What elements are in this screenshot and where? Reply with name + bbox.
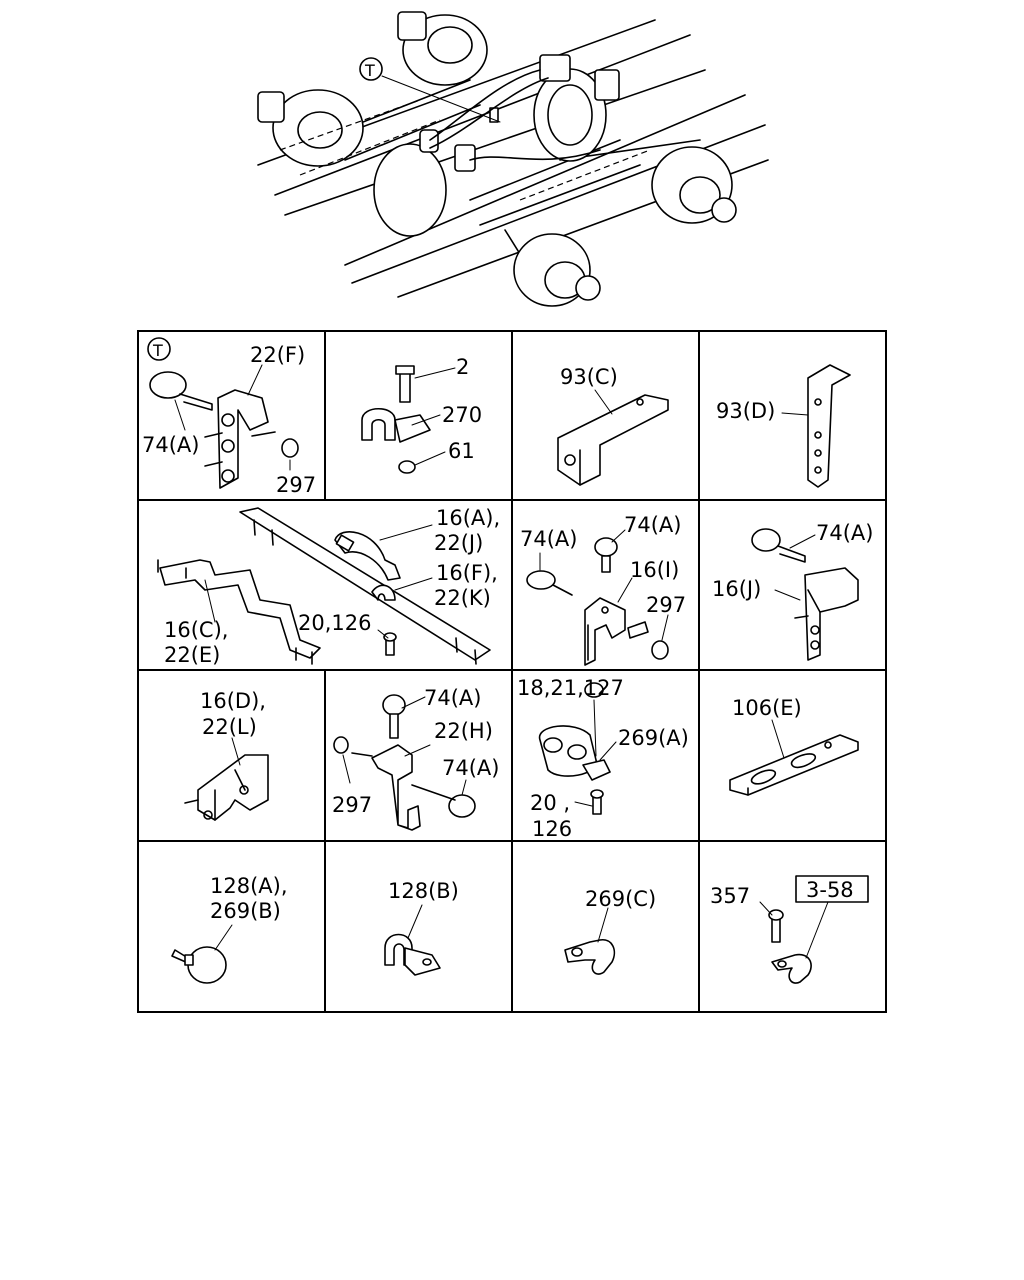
cell-11-label-106e: 106(E) <box>732 696 802 720</box>
cell-5-label-22j: 22(J) <box>434 531 483 555</box>
overview-marker: T <box>364 61 375 80</box>
cell-7-bracket-16j: 74(A) 16(J) <box>712 521 873 661</box>
cell-15-label-357: 357 <box>710 884 750 908</box>
cell-9-bracket-22h: 74(A) 22(H) 74(A) 297 <box>332 686 499 831</box>
cell-10-clamp-269a: 18,21,127 269(A) 20 , 126 <box>517 676 689 841</box>
cell-5-label-20-126: 20,126 <box>298 611 371 635</box>
cell-1-marker: T <box>152 341 163 360</box>
cell-10-label-126: 126 <box>532 817 572 841</box>
cell-2-label-61: 61 <box>448 439 475 463</box>
cell-1-label-22f: 22(F) <box>250 343 305 367</box>
cell-6-label-297: 297 <box>646 593 686 617</box>
cell-6-label-74a-right: 74(A) <box>624 513 681 537</box>
cell-10-label-18-21-127: 18,21,127 <box>517 676 624 700</box>
cell-5-crossmember-brackets: 16(A), 22(J) 16(F), 22(K) 16(C), 22(E) 2… <box>157 506 500 667</box>
cell-15-clip-357: 357 3-58 <box>710 875 869 984</box>
cell-14-clip-269c: 269(C) <box>564 887 656 975</box>
cell-2-label-2: 2 <box>456 355 469 379</box>
cell-9-label-74a-top: 74(A) <box>424 686 481 710</box>
cell-1-label-297: 297 <box>276 473 316 497</box>
cell-8-label-16d: 16(D), <box>200 689 266 713</box>
cell-5-label-22e: 22(E) <box>164 643 220 667</box>
cell-5-label-22k: 22(K) <box>434 586 491 610</box>
cell-1-label-74a: 74(A) <box>142 433 199 457</box>
cell-5-label-16a: 16(A), <box>436 506 500 530</box>
cell-9-label-297: 297 <box>332 793 372 817</box>
cell-7-label-74a: 74(A) <box>816 521 873 545</box>
cell-5-label-16c: 16(C), <box>164 618 228 642</box>
cell-1-bracket-22f: T 22(F) 74(A) 297 <box>142 337 316 497</box>
cell-10-label-269a: 269(A) <box>618 726 689 750</box>
cell-9-label-74a-bottom: 74(A) <box>442 756 499 780</box>
cell-7-label-16j: 16(J) <box>712 577 761 601</box>
cell-14-label-269c: 269(C) <box>585 887 656 911</box>
cell-6-label-16i: 16(I) <box>630 558 679 582</box>
axle-overview-illustration: T <box>257 11 769 307</box>
cell-4-label-93d: 93(D) <box>716 399 775 423</box>
cell-13-label-128b: 128(B) <box>388 879 459 903</box>
cell-12-band-128a: 128(A), 269(B) <box>171 874 288 984</box>
cell-9-label-22h: 22(H) <box>434 719 493 743</box>
cell-15-ref-3-58[interactable]: 3-58 <box>806 878 854 902</box>
cell-2-label-270: 270 <box>442 403 482 427</box>
cell-8-label-22l: 22(L) <box>202 715 257 739</box>
cell-10-label-20: 20 , <box>530 791 570 815</box>
cell-5-label-16f: 16(F), <box>436 561 498 585</box>
cell-3-label-93c: 93(C) <box>560 365 618 389</box>
cell-2-clip-270: 2 270 61 <box>361 355 482 474</box>
parts-table-grid <box>137 330 887 1013</box>
cell-6-label-74a-left: 74(A) <box>520 527 577 551</box>
cell-4-bracket-93d: 93(D) <box>716 364 851 488</box>
cell-13-clip-128b: 128(B) <box>384 879 459 976</box>
cell-12-label-128a: 128(A), <box>210 874 288 898</box>
cell-3-bracket-93c: 93(C) <box>557 365 669 486</box>
cell-6-bracket-16i: 74(A) 74(A) 16(I) 297 <box>520 513 686 666</box>
cell-11-plate-106e: 106(E) <box>729 696 859 796</box>
cell-8-bracket-16d: 16(D), 22(L) <box>184 689 269 821</box>
cell-12-label-269b: 269(B) <box>210 899 281 923</box>
